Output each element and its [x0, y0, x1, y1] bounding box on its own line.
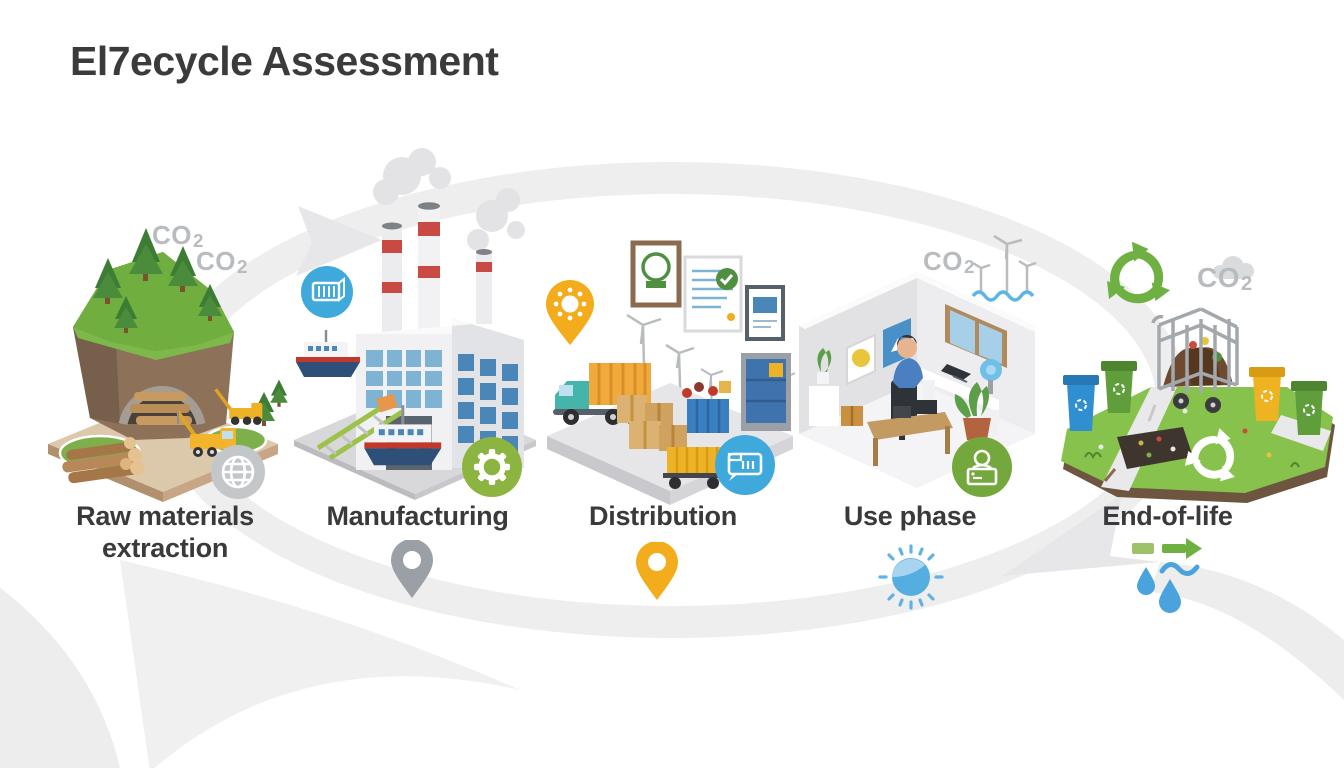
conveyor-ramp — [316, 393, 404, 461]
location-pin-icon — [546, 280, 594, 345]
globe-icon — [211, 445, 265, 499]
scene-distribution-illustration — [545, 235, 795, 505]
co2-annotation: CO2 — [1197, 262, 1253, 295]
offshore-wind-turbines — [971, 234, 1037, 302]
location-pin-icon — [391, 540, 433, 598]
cargo-ship-large — [364, 405, 442, 466]
scene-manufacturing-illustration — [290, 148, 540, 500]
recycle-water-icon — [1132, 538, 1202, 613]
recycle-icon — [1107, 241, 1171, 304]
cloud-icon — [1213, 256, 1254, 279]
compost-patch — [1103, 427, 1193, 482]
stage-label-distribution: Distribution — [589, 501, 737, 531]
window — [945, 304, 1007, 368]
flow-swoosh — [120, 560, 520, 768]
storage-cabinet — [741, 353, 795, 431]
co2-annotation: CO2 — [923, 246, 975, 277]
chimneys — [382, 202, 492, 348]
scene-end-of-life-illustration — [1055, 225, 1340, 515]
parts-crate — [682, 381, 731, 433]
location-pin-icon — [636, 542, 678, 600]
litter — [1084, 408, 1300, 468]
stage-label-end-of-life: End-of-life — [1102, 501, 1233, 531]
scene-use-phase-illustration — [795, 230, 1040, 500]
person-id-icon — [952, 437, 1012, 497]
forest-trees — [93, 228, 288, 426]
plants — [809, 348, 991, 440]
recycling-bins — [1063, 361, 1327, 435]
cardboard-boxes — [617, 395, 687, 451]
sun-icon — [878, 544, 944, 610]
stage-label-manufacturing: Manufacturing — [326, 501, 509, 531]
stage-label-use-phase: Use phase — [843, 501, 977, 531]
flow-arrowhead-top — [296, 206, 382, 276]
arrow-right-icon — [1162, 538, 1202, 559]
co2-annotation: CO2 — [196, 246, 248, 277]
wave-icon — [1159, 562, 1200, 576]
flow-arrowhead-bottom — [1002, 494, 1160, 576]
cargo-box-icon — [715, 435, 775, 495]
mine-hill — [73, 252, 234, 440]
water-drops-icon — [1137, 567, 1181, 613]
water-waves — [971, 290, 1035, 302]
wooden-table — [867, 400, 953, 466]
log-pile — [62, 437, 144, 484]
gear-icon — [462, 437, 522, 497]
certificate-frames — [630, 240, 785, 341]
shipping-container-icon — [301, 266, 353, 318]
scene-raw-materials-illustration — [38, 212, 288, 502]
crane-truck — [176, 410, 236, 457]
log-loader — [214, 388, 263, 425]
co2-annotation: CO2 — [152, 220, 204, 251]
green-dash — [1132, 543, 1154, 554]
stage-label-raw-materials: Raw materials extraction — [76, 501, 254, 563]
compost-cage-cart — [1151, 307, 1239, 413]
page-title: El7ecycle Assessment — [70, 38, 499, 84]
smoke — [373, 148, 525, 251]
recycle-arrows-painted — [1184, 428, 1235, 482]
cargo-ship-small — [296, 330, 360, 377]
